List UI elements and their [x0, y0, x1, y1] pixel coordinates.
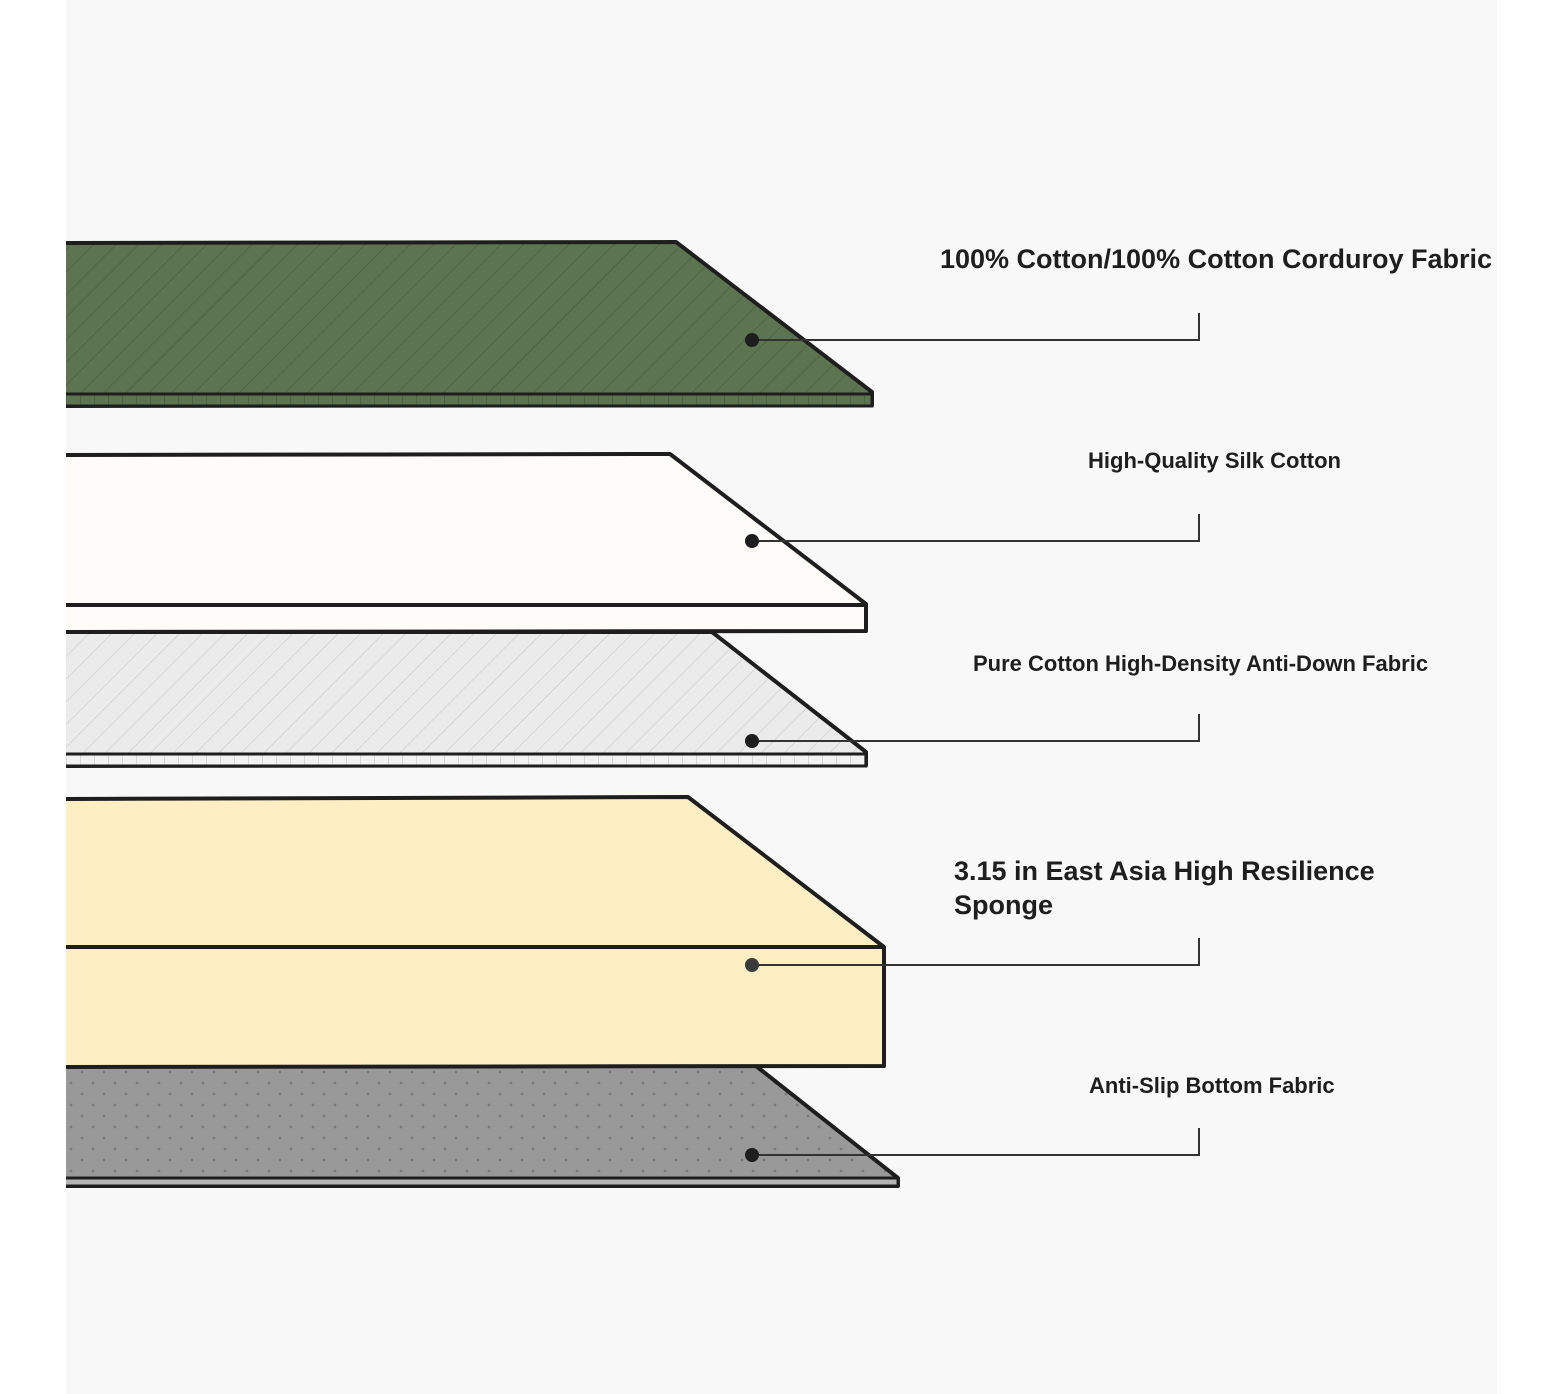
layer-sponge [66, 795, 886, 1069]
layer-anti-slip-bottom [66, 1064, 900, 1188]
dot-corduroy [745, 333, 759, 347]
leader-corduroy [752, 313, 1200, 341]
leader-lines [752, 313, 1200, 1156]
label-silk-cotton: High-Quality Silk Cotton [1088, 448, 1341, 473]
dot-silk-cotton [745, 534, 759, 548]
layer-silk-cotton [66, 452, 868, 634]
leader-anti-slip-bottom [752, 1128, 1200, 1156]
layer-corduroy [66, 240, 874, 408]
label-sponge: 3.15 in East Asia High Resilience Sponge [954, 856, 1375, 920]
label-corduroy: 100% Cotton/100% Cotton Corduroy Fabric [940, 244, 1493, 274]
leader-anti-down [752, 714, 1200, 742]
dot-anti-down [745, 734, 759, 748]
label-anti-down: Pure Cotton High-Density Anti-Down Fabri… [973, 651, 1429, 676]
layer-stack-illustration [66, 240, 1200, 1188]
leader-dots [745, 333, 759, 1162]
diagram-canvas: 100% Cotton/100% Cotton Corduroy Fabric … [66, 0, 1497, 1394]
leader-silk-cotton [752, 514, 1200, 542]
dot-anti-slip-bottom [745, 1148, 759, 1162]
label-anti-slip-bottom: Anti-Slip Bottom Fabric [1089, 1073, 1335, 1098]
layer-anti-down [66, 630, 868, 768]
leader-sponge [752, 938, 1200, 966]
dot-sponge [745, 958, 759, 972]
